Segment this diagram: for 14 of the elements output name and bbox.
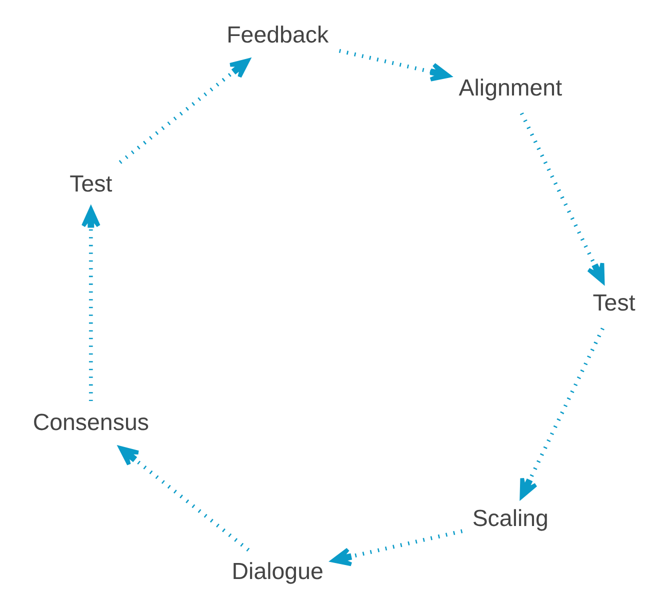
arrow: [118, 58, 250, 164]
node-text: Consensus: [32, 409, 149, 436]
node-text: Feedback: [226, 21, 329, 48]
arrow: [331, 529, 463, 566]
arrow: [338, 48, 451, 82]
node-text: Scaling: [472, 504, 548, 531]
node-text: Alignment: [458, 74, 562, 101]
arrow: [81, 207, 100, 402]
arrow: [520, 112, 605, 284]
arrow: [520, 328, 604, 499]
node-text: Dialogue: [232, 558, 324, 584]
node-text: Test: [592, 290, 636, 316]
arrow: [118, 446, 250, 552]
node-text: Test: [70, 170, 112, 196]
